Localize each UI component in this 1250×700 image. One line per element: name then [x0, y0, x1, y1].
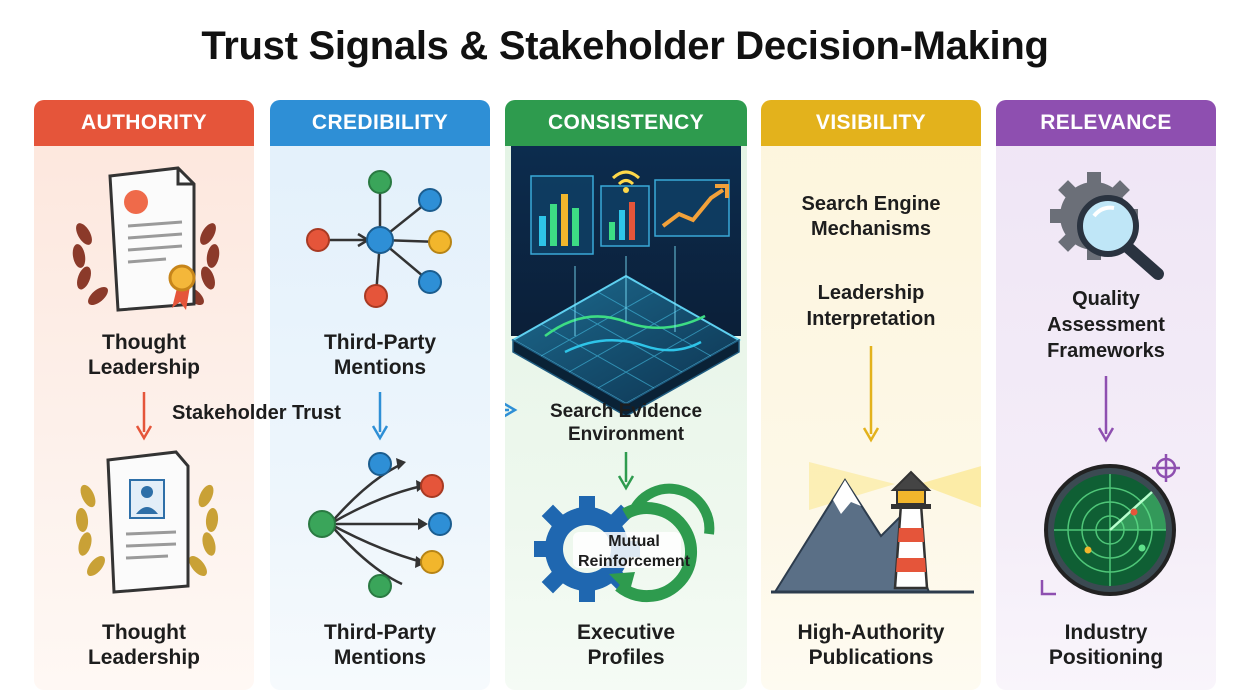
gear-magnifier-icon [1050, 172, 1164, 280]
profile-document-icon [75, 450, 219, 594]
column-consistency: CONSISTENCY [505, 100, 747, 690]
arrow-down-icon [617, 452, 635, 491]
header-visibility: VISIBILITY [761, 100, 981, 146]
header-relevance: RELEVANCE [996, 100, 1216, 146]
header-authority: AUTHORITY [34, 100, 254, 146]
arrow-down-icon [1097, 376, 1115, 443]
page-title: Trust Signals & Stakeholder Decision-Mak… [201, 24, 1049, 68]
network-hub-icon [306, 170, 452, 308]
header-consistency: CONSISTENCY [505, 100, 747, 146]
lighthouse-mountain-icon [771, 462, 981, 594]
arrow-down-icon [371, 392, 389, 441]
arrow-right-icon [505, 402, 518, 418]
header-credibility: CREDIBILITY [270, 100, 490, 146]
arrow-down-icon [862, 346, 880, 443]
reinforcement-gears-icon [534, 483, 715, 603]
radar-icon [1040, 454, 1180, 596]
dashboard-platform-icon [510, 146, 742, 417]
stakeholder-trust-label: Stakeholder Trust [172, 402, 341, 424]
arrow-down-icon [135, 392, 153, 441]
certificate-icon [72, 166, 220, 312]
branching-arrows-icon [308, 452, 452, 598]
